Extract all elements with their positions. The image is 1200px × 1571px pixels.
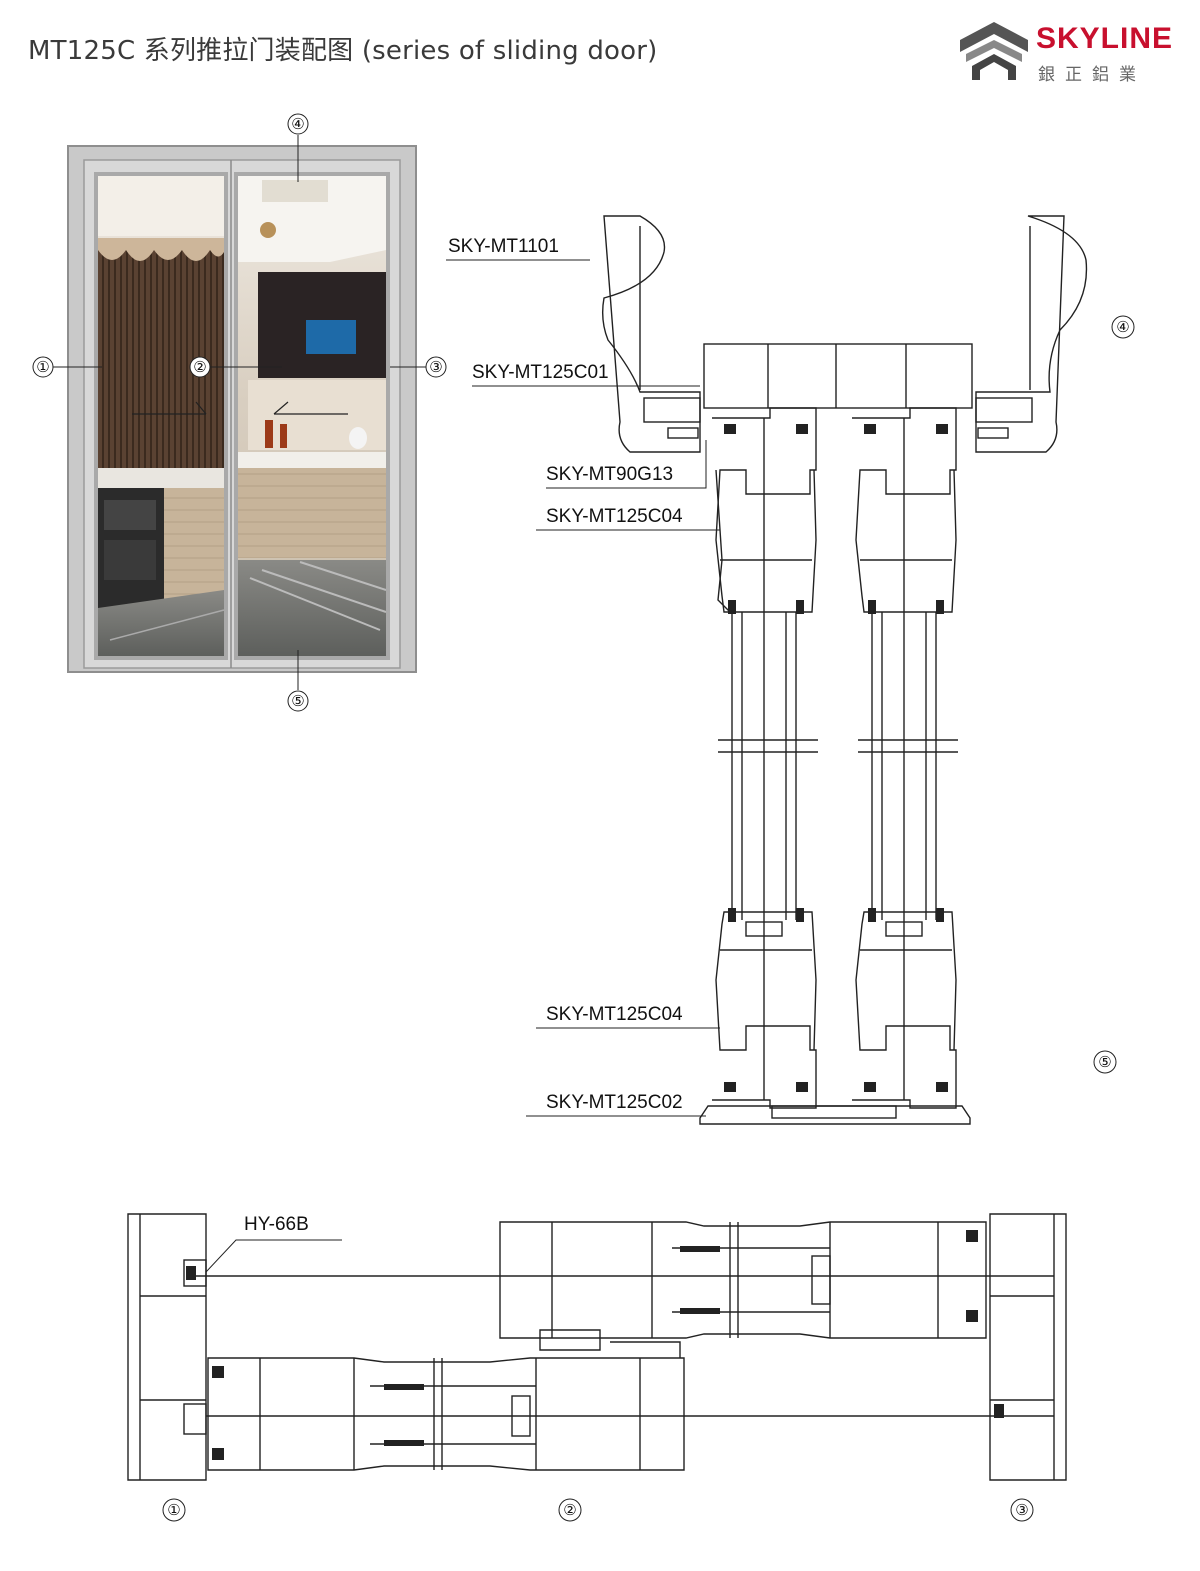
label-sky-mt90g13: SKY-MT90G13 xyxy=(546,464,673,485)
horizontal-section-leaders xyxy=(162,1239,1034,1522)
horizontal-section-drawing xyxy=(127,1213,1067,1481)
photo-callout-1: ① xyxy=(36,358,49,376)
horizontal-callout-3: ③ xyxy=(1015,1501,1028,1519)
photo-callouts xyxy=(32,113,447,712)
photo-callout-5: ⑤ xyxy=(291,692,304,710)
photo-callout-4: ④ xyxy=(291,115,304,133)
label-sky-mt125c04-bottom: SKY-MT125C04 xyxy=(546,1004,683,1025)
brand-name: SKYLINE xyxy=(1036,22,1174,55)
vertical-section-gaskets xyxy=(724,424,948,1092)
photo-callout-3: ③ xyxy=(429,358,442,376)
label-sky-mt125c01: SKY-MT125C01 xyxy=(472,362,609,383)
brand-subtitle: 銀正鋁業 xyxy=(1038,65,1146,85)
vertical-callout-5: ⑤ xyxy=(1098,1053,1111,1071)
kitchen-scene-right xyxy=(238,176,387,656)
vertical-section-leaders xyxy=(446,259,1135,1117)
kitchen-scene-left xyxy=(98,176,225,656)
vertical-callout-4: ④ xyxy=(1116,318,1129,336)
skyline-logo-icon xyxy=(960,22,1028,80)
horizontal-callout-1: ① xyxy=(167,1501,180,1519)
brand-logo: SKYLINE 銀正鋁業 xyxy=(956,18,1176,88)
page-title: MT125C 系列推拉门装配图 (series of sliding door) xyxy=(28,36,658,66)
vertical-section-drawing xyxy=(601,215,1088,1125)
label-sky-mt1101: SKY-MT1101 xyxy=(448,236,559,257)
horizontal-section-gaskets xyxy=(186,1230,1004,1460)
photo-callout-2: ② xyxy=(193,358,206,376)
label-sky-mt125c04-top: SKY-MT125C04 xyxy=(546,506,683,527)
label-sky-mt125c02: SKY-MT125C02 xyxy=(546,1092,683,1113)
horizontal-callout-2: ② xyxy=(563,1501,576,1519)
label-hy-66b: HY-66B xyxy=(244,1214,309,1235)
door-elevation-photo xyxy=(67,145,417,673)
